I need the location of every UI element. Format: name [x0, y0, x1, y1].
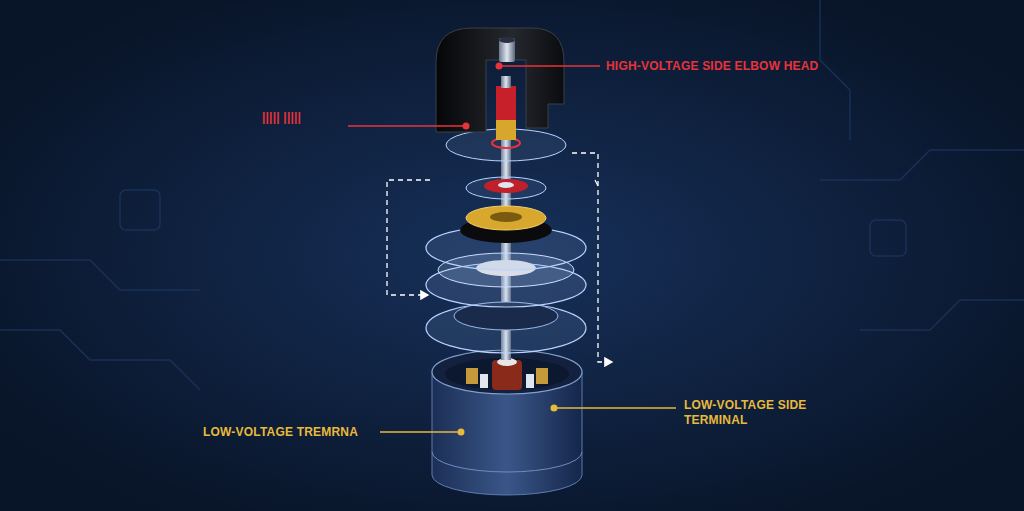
trace: [0, 260, 200, 290]
trace: [0, 330, 200, 390]
trace: [820, 150, 1024, 180]
red-sleeve: [496, 86, 516, 120]
leader-dot: [458, 429, 465, 436]
leader-line: [557, 407, 676, 409]
leader-line: [380, 431, 458, 433]
gasket-hole: [498, 182, 514, 188]
gold-sleeve: [496, 118, 516, 140]
leader-dot: [463, 123, 470, 130]
red-gasket: [484, 179, 528, 193]
terminal-clip: [526, 374, 534, 388]
leader-line: [348, 125, 463, 127]
ring-disc: [426, 303, 586, 353]
part-label: HIGH-VOLTAGE SIDE ELBOW HEAD: [606, 59, 819, 74]
base-recess: [445, 358, 569, 390]
gold-washer: [466, 206, 546, 230]
part-label: LOW-VOLTAGE TREMRNA: [203, 425, 358, 440]
chip-outline: [120, 190, 160, 230]
leader-dot: [496, 63, 503, 70]
dashed-arrow: [387, 180, 430, 295]
elbow-head: [436, 28, 564, 132]
base-band: [432, 452, 582, 472]
trace: [860, 300, 1024, 330]
leader-dot: [551, 405, 558, 412]
terminal-lug: [466, 368, 478, 384]
washer-hole: [490, 212, 522, 222]
contact-top: [499, 37, 515, 43]
part-label: LOW-VOLTAGE SIDE TERMINAL: [684, 398, 814, 428]
circuit-traces: [0, 0, 1024, 390]
terminal-clip: [480, 374, 488, 388]
clear-disc: [466, 177, 546, 199]
chip-outline: [870, 220, 906, 256]
arrow-guide: [385, 180, 430, 181]
elbow-contact: [499, 38, 515, 62]
part-label: ||||| |||||: [262, 110, 301, 125]
leader-line: [500, 65, 600, 67]
terminal-lug: [536, 368, 548, 384]
arrow-tick: [595, 180, 598, 186]
pin: [501, 76, 511, 88]
trace: [820, 0, 850, 140]
